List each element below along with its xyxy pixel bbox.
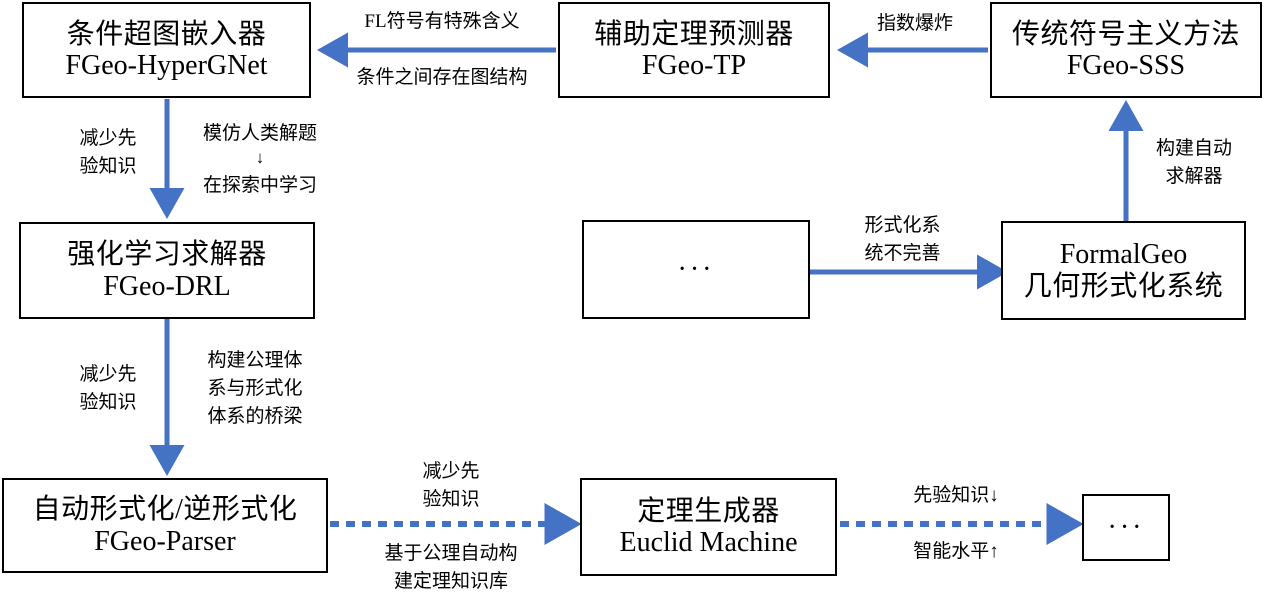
edge-label-drl-parser-reduce-line2: 验知识 (79, 392, 137, 413)
edge-label-parser-euclid-bottom-line1: 基于公理自动构 (384, 543, 518, 564)
edge-label-drl-parser-bridge-line3: 体系的桥梁 (207, 406, 303, 427)
edge-label-drl-parser-reduce-line1: 减少先 (79, 364, 137, 385)
edge-label-formalgeo-sss-line2: 求解器 (1165, 166, 1223, 187)
edge-label-formalgeo-sss-line1: 构建自动 (1155, 138, 1232, 159)
edge-label-parser-euclid-top-line1: 减少先 (422, 461, 480, 482)
edge-label-hypergnet-drl-reduce-line1: 减少先 (79, 128, 137, 149)
edge-label-drl-parser-bridge-line1: 构建公理体 (207, 350, 303, 371)
down-arrow-icon: ↓ (255, 148, 265, 167)
edge-label-hypergnet-drl-imitate-line2: 在探索中学习 (202, 175, 317, 196)
node-formalgeo-en: FormalGeo (1059, 239, 1188, 271)
node-parser-cn: 自动形式化/逆形式化 (32, 494, 298, 526)
node-ellipsis-end-text: ··· (1107, 511, 1145, 543)
edge-label-dots-formalgeo-line1: 形式化系 (864, 215, 941, 236)
node-euclid-machine[interactable]: 定理生成器 Euclid Machine (580, 478, 837, 576)
edge-label-parser-euclid-bottom-line2: 建定理知识库 (393, 571, 508, 592)
node-tp-en: FGeo-TP (641, 50, 747, 81)
node-fgeo-parser[interactable]: 自动形式化/逆形式化 FGeo-Parser (2, 478, 328, 573)
node-formalgeo-cn: 几何形式化系统 (1023, 270, 1224, 302)
node-hypergnet-cn: 条件超图嵌入器 (66, 18, 267, 50)
node-fgeo-drl[interactable]: 强化学习求解器 FGeo-DRL (19, 222, 315, 319)
edge-label-hypergnet-drl-reduce-line2: 验知识 (79, 156, 137, 177)
node-fgeo-hypergnet[interactable]: 条件超图嵌入器 FGeo-HyperGNet (22, 2, 311, 98)
edge-label-euclid-dots-top: 先验知识↓ (913, 485, 999, 506)
node-sss-en: FGeo-SSS (1066, 50, 1186, 81)
node-ellipsis-end[interactable]: ··· (1082, 494, 1170, 561)
node-ellipsis-middle-text: ··· (677, 253, 715, 285)
node-fgeo-tp[interactable]: 辅助定理预测器 FGeo-TP (558, 2, 830, 98)
node-parser-en: FGeo-Parser (94, 525, 236, 557)
edge-label-hypergnet-drl-imitate-line1: 模仿人类解题 (202, 123, 317, 144)
edge-label-tp-to-hypergnet-bottom: 条件之间存在图结构 (356, 67, 528, 88)
edge-label-drl-parser-bridge-line2: 系与形式化 (207, 378, 303, 399)
node-formalgeo[interactable]: FormalGeo 几何形式化系统 (1001, 221, 1246, 320)
edge-label-euclid-dots-bottom: 智能水平↑ (913, 541, 999, 562)
node-euclid-en: Euclid Machine (619, 527, 798, 558)
node-hypergnet-en: FGeo-HyperGNet (65, 50, 268, 81)
edge-label-parser-euclid-top-line2: 验知识 (422, 489, 480, 510)
node-sss-cn: 传统符号主义方法 (1011, 18, 1240, 50)
node-fgeo-sss[interactable]: 传统符号主义方法 FGeo-SSS (990, 2, 1262, 98)
node-tp-cn: 辅助定理预测器 (594, 18, 794, 50)
node-ellipsis-middle[interactable]: ··· (582, 220, 810, 319)
edge-label-sss-to-tp: 指数爆炸 (876, 13, 953, 34)
node-euclid-cn: 定理生成器 (637, 495, 780, 527)
node-drl-cn: 强化学习求解器 (67, 239, 267, 271)
edge-label-tp-to-hypergnet-top: FL符号有特殊含义 (364, 11, 520, 32)
node-drl-en: FGeo-DRL (103, 270, 231, 302)
edge-label-dots-formalgeo-line2: 统不完善 (864, 243, 941, 264)
